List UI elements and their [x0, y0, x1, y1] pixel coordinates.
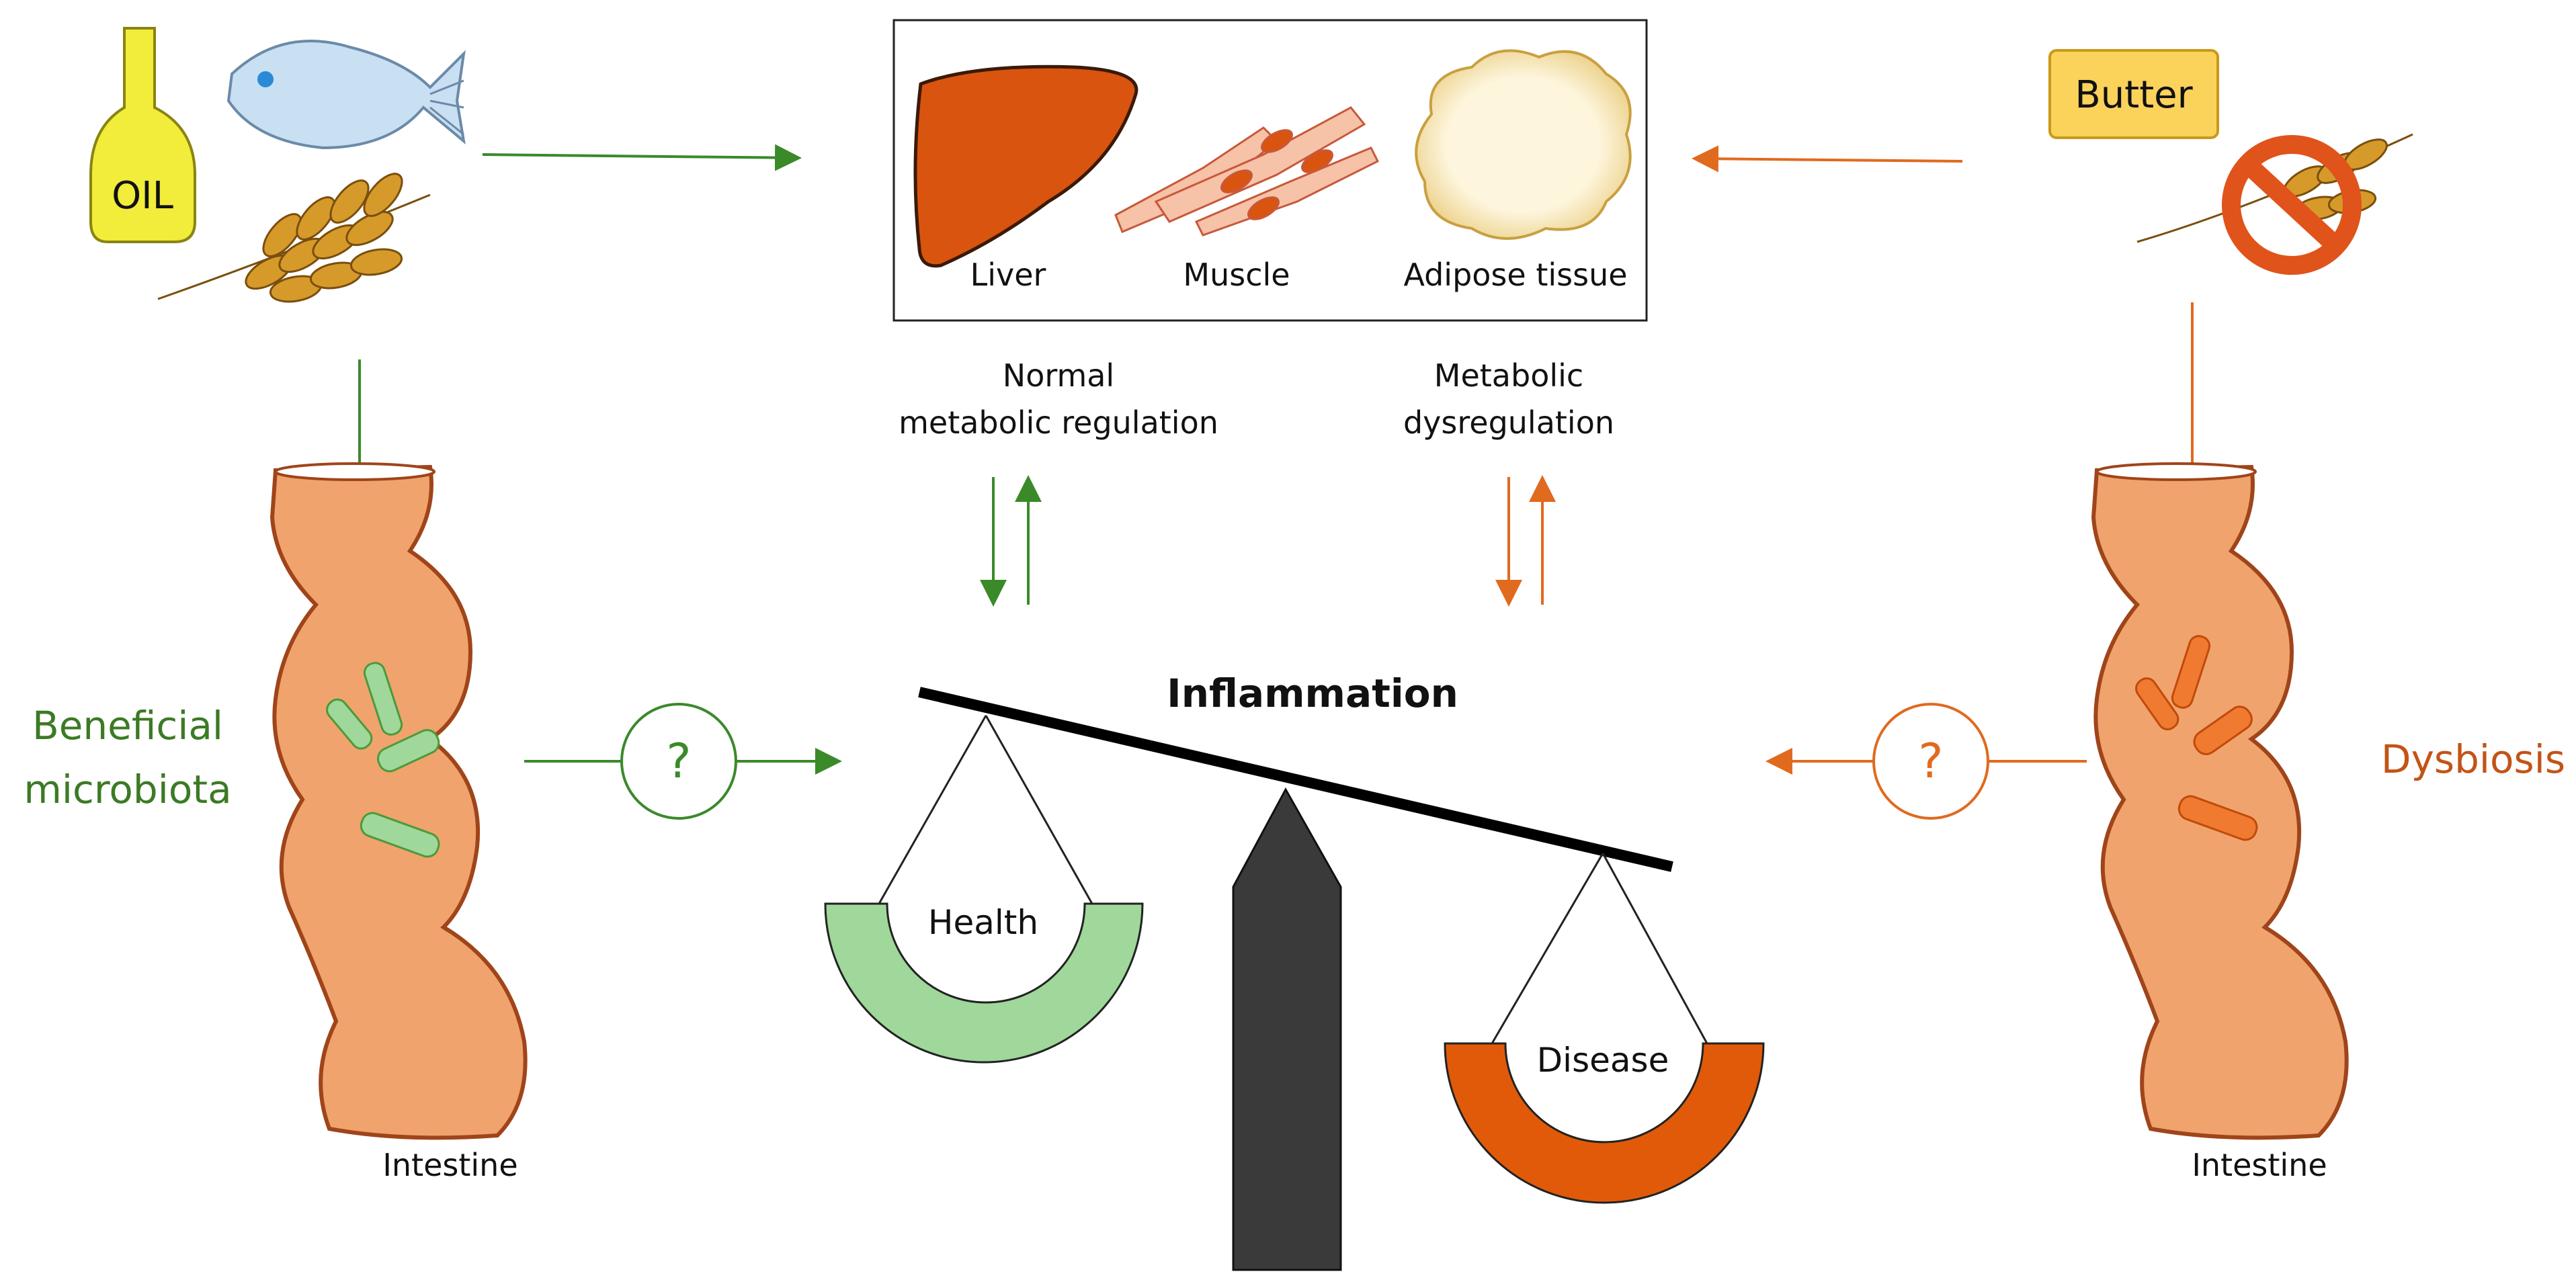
beneficial-label-line1: Beneficial [32, 703, 223, 748]
balance-fulcrum [1232, 787, 1342, 1271]
health-pan [824, 902, 1144, 1064]
right-intestine-label: Intestine [2192, 1147, 2327, 1183]
muscle-cells-icon [1114, 106, 1380, 237]
grain-icon [157, 173, 431, 303]
balance-title: Inflammation [1167, 671, 1458, 716]
dysbiosis-label: Dysbiosis [2381, 736, 2565, 782]
normal-regulation-line1: Normal [1003, 357, 1114, 394]
butter-label: Butter [2075, 73, 2193, 117]
liver-label: Liver [970, 257, 1046, 293]
oil-bottle-icon [89, 27, 196, 243]
right-question-mark: ? [1918, 734, 1943, 789]
dysregulation-line1: Metabolic [1434, 357, 1583, 394]
right-intestine-icon [2091, 462, 2349, 1140]
disease-pan-string-left [1491, 853, 1604, 1044]
arrow-unhealthy-to-organs [1692, 145, 1963, 173]
adipose-tissue-icon [1415, 49, 1632, 240]
left-intestine-label: Intestine [382, 1147, 517, 1183]
fish-icon [226, 40, 466, 150]
balance-beam [918, 687, 1673, 872]
muscle-label: Muscle [1183, 257, 1290, 293]
beneficial-label-line2: microbiota [24, 767, 231, 812]
disease-pan [1444, 1042, 1765, 1204]
dysbiotic-bacteria-icon [2135, 635, 2258, 841]
adipose-label: Adipose tissue [1403, 257, 1627, 293]
butter-box [2048, 49, 2219, 139]
disease-label: Disease [1537, 1041, 1669, 1080]
disease-pan-string-right [1602, 853, 1708, 1044]
liver-icon [913, 65, 1138, 268]
dysregulation-line2: dysregulation [1403, 404, 1614, 441]
left-question-mark: ? [666, 734, 691, 789]
health-pan-string-left [878, 715, 987, 904]
normal-regulation-line2: metabolic regulation [899, 404, 1218, 441]
arrow-healthy-to-organs [482, 144, 802, 171]
left-intestine-icon [269, 462, 528, 1140]
beneficial-bacteria-icon [326, 662, 440, 858]
prohibition-icon [2222, 135, 2362, 275]
oil-label: OIL [112, 174, 173, 218]
health-label: Health [928, 903, 1038, 942]
health-pan-string-right [985, 715, 1093, 904]
grain-right-icon [2136, 133, 2413, 243]
